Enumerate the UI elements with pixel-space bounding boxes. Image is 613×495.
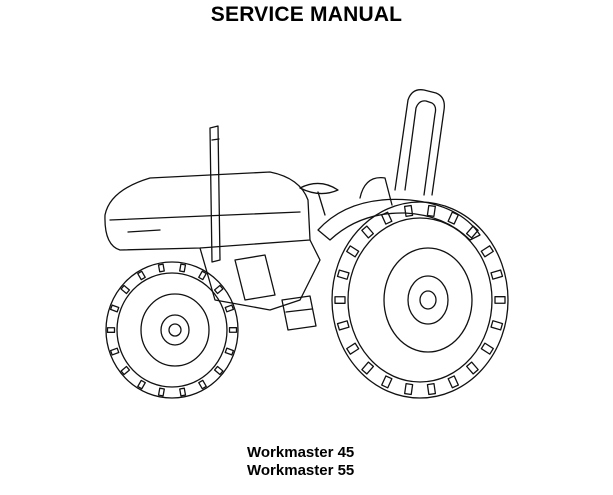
tire-lug xyxy=(494,296,506,304)
seat xyxy=(359,177,393,206)
steering-wheel xyxy=(299,182,339,195)
tire-lug xyxy=(157,263,165,273)
tire-lug xyxy=(106,327,116,333)
tire-lug xyxy=(179,263,187,273)
front-wheel xyxy=(105,261,239,399)
tire-lug xyxy=(465,225,479,239)
tire-lug xyxy=(403,204,414,217)
rear-wheel xyxy=(331,201,509,399)
tire-lug xyxy=(346,245,360,258)
step xyxy=(281,295,317,331)
tire-lug xyxy=(336,320,350,331)
tire-lug xyxy=(447,211,459,225)
hood xyxy=(104,171,311,251)
tire-lug xyxy=(109,304,120,313)
tire-lug xyxy=(228,327,238,333)
model-list: Workmaster 45 Workmaster 55 xyxy=(247,444,354,480)
exhaust-pipe xyxy=(209,125,221,263)
tire-lug xyxy=(334,296,346,304)
tire-lug xyxy=(361,225,375,239)
tire-lug xyxy=(224,347,235,356)
tire-lug xyxy=(447,375,459,389)
tire-lug xyxy=(137,270,146,281)
tire-lug xyxy=(213,284,224,295)
model-name: Workmaster 55 xyxy=(247,462,355,479)
model-name: Workmaster 45 xyxy=(247,444,355,461)
document-title: SERVICE MANUAL xyxy=(210,3,403,26)
tire-lug xyxy=(157,387,165,397)
tire-lug xyxy=(346,342,360,355)
tire-lug xyxy=(198,270,207,281)
tire-lug xyxy=(120,365,131,376)
tire-lug xyxy=(224,304,235,313)
tire-lug xyxy=(336,269,350,280)
tire-lug xyxy=(361,361,375,375)
rollover-frame xyxy=(394,89,445,196)
tire-lug xyxy=(120,284,131,295)
tire-lug xyxy=(426,383,437,396)
tire-lug xyxy=(198,379,207,390)
tire-lug xyxy=(465,361,479,375)
tire-lug xyxy=(480,245,494,258)
tire-lug xyxy=(381,211,393,225)
tire-lug xyxy=(480,342,494,355)
tire-lug xyxy=(109,347,120,356)
tire-lug xyxy=(179,387,187,397)
tire-lug xyxy=(213,365,224,376)
tire-lug xyxy=(426,204,436,217)
tire-lug xyxy=(490,320,504,331)
tire-lug xyxy=(490,269,504,280)
tire-lug xyxy=(404,383,414,396)
tire-lug xyxy=(137,379,146,390)
tire-lug xyxy=(381,375,393,389)
